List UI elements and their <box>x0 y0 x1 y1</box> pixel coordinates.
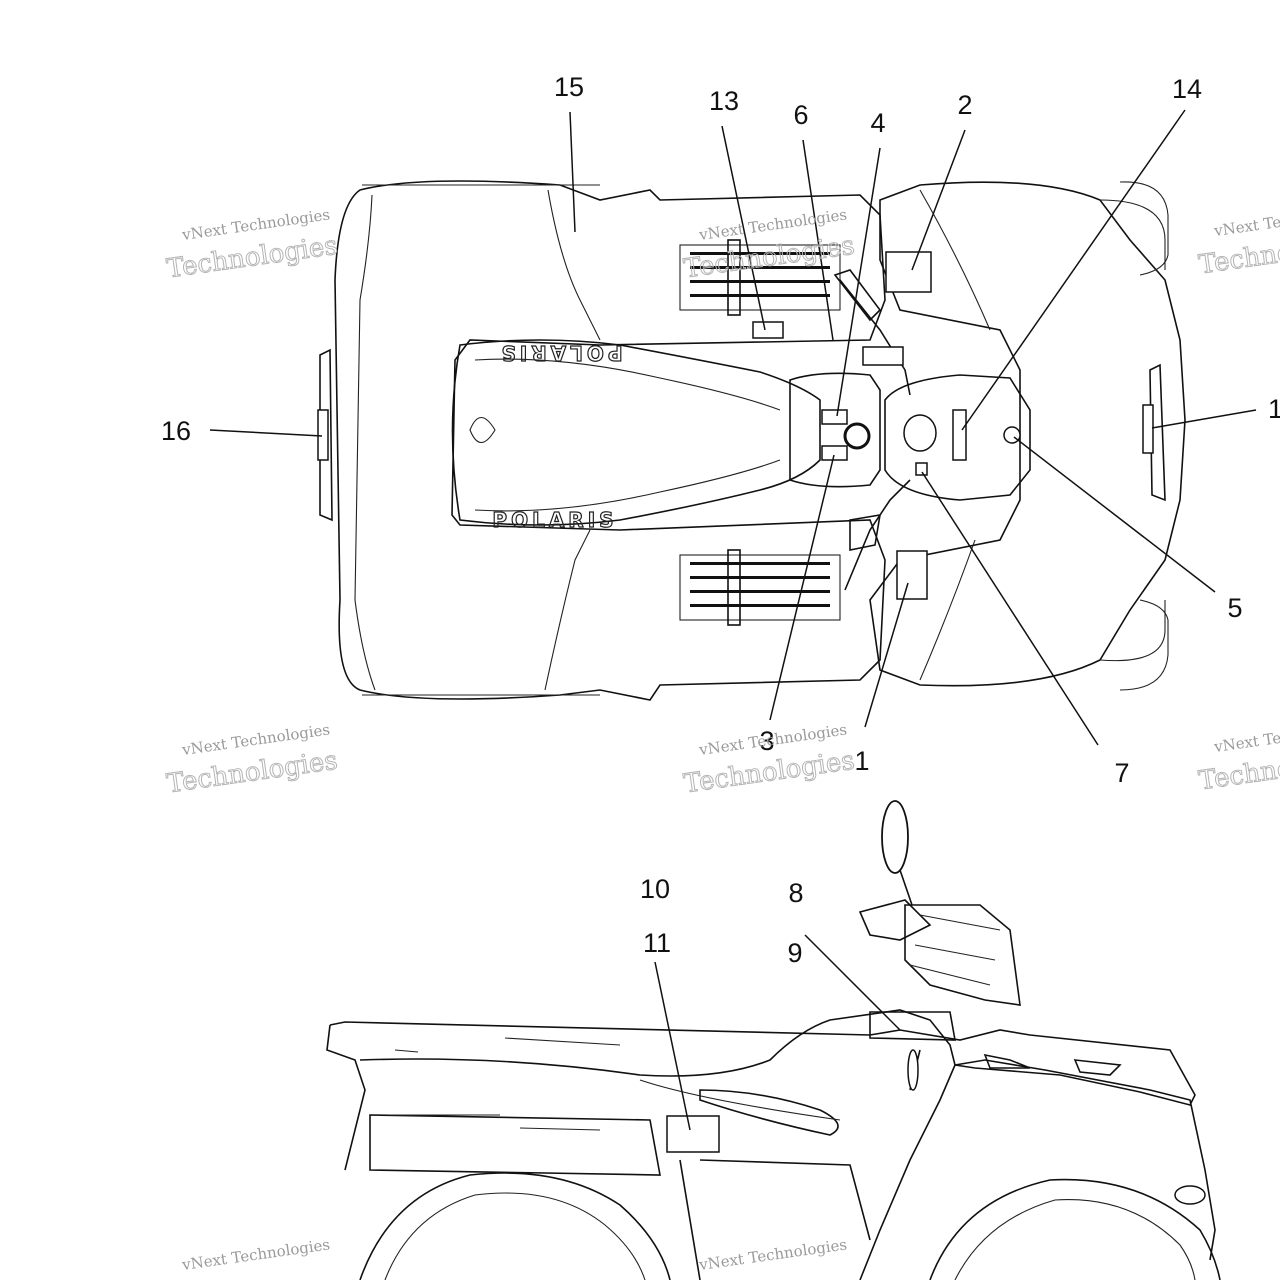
decal-14 <box>952 409 967 461</box>
callout-6: 6 <box>793 100 808 130</box>
watermark-text: vNext Technologies <box>1212 717 1280 756</box>
leader-lines-top <box>209 109 1257 746</box>
footrest-bottom <box>679 549 841 626</box>
atv-top-view: POLARIS POLARIS <box>317 180 1186 701</box>
polaris-logo-top: POLARIS <box>497 341 622 365</box>
callout-4: 4 <box>870 108 885 138</box>
leader-lines-side <box>654 934 901 1131</box>
decal-1-front-right <box>896 550 928 600</box>
callout-10: 10 <box>640 874 670 904</box>
callout-16: 16 <box>161 416 191 446</box>
callout-12-partial: 1 <box>1268 394 1280 424</box>
fuel-cap <box>843 422 871 450</box>
decal-3 <box>821 445 848 461</box>
callout-3: 3 <box>759 726 774 756</box>
callout-8: 8 <box>788 878 803 908</box>
atv-side-view <box>326 800 1221 1280</box>
polaris-logo-bottom: POLARIS <box>492 508 617 532</box>
watermark-text: vNext Technologies <box>180 1235 331 1274</box>
callout-1: 1 <box>854 746 869 776</box>
decal-13 <box>752 321 784 339</box>
callout-15: 15 <box>554 72 584 102</box>
callout-5: 5 <box>1227 593 1242 623</box>
decal-16-rear-bumper <box>317 409 329 461</box>
callout-11: 11 <box>643 928 671 958</box>
decal-12-front-bumper <box>1142 404 1154 454</box>
watermark-text: vNext Technologies <box>1212 201 1280 240</box>
decal-4 <box>821 409 848 425</box>
callout-14: 14 <box>1172 74 1202 104</box>
callout-2: 2 <box>957 90 972 120</box>
watermarks: vNext Technologies Technologies vNext Te… <box>164 201 1280 1274</box>
callout-13: 13 <box>709 86 739 116</box>
decal-7 <box>915 462 928 476</box>
callout-labels: 15 13 6 4 2 14 1 16 5 3 1 7 10 8 11 9 <box>161 72 1280 968</box>
decal-11-side <box>666 1115 720 1153</box>
handlebar-controls <box>862 346 904 366</box>
watermark-text: vNext Technologies <box>697 1235 848 1274</box>
decal-2-front-left <box>885 251 932 293</box>
callout-7: 7 <box>1114 758 1129 788</box>
callout-9: 9 <box>787 938 802 968</box>
footrest-top <box>679 239 841 339</box>
